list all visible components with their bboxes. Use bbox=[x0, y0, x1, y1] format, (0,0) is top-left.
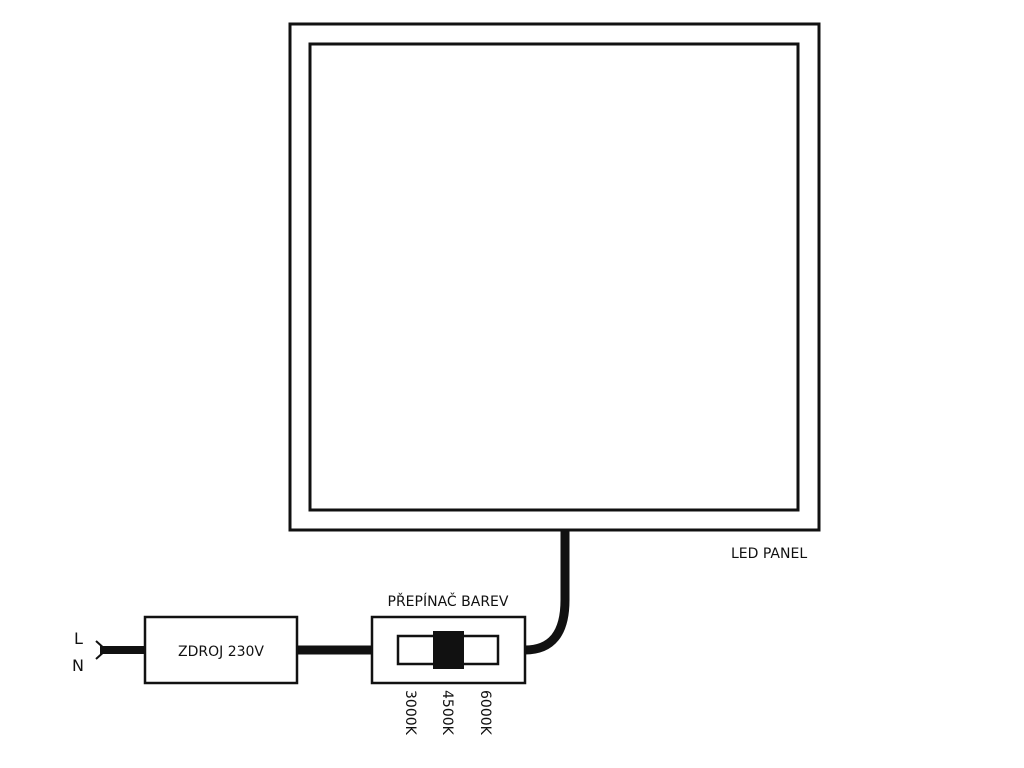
led-panel bbox=[288, 22, 821, 532]
power-supply-box bbox=[143, 615, 299, 685]
switch-position-6000k: 6000K bbox=[477, 690, 493, 736]
panel-label: LED PANEL bbox=[731, 546, 807, 562]
live-wire-label: L bbox=[74, 629, 83, 648]
switch-position-4500k: 4500K bbox=[439, 690, 455, 736]
led-panel-outer-frame bbox=[288, 22, 821, 532]
panel-cable bbox=[524, 530, 570, 655]
color-switch-slider bbox=[433, 631, 464, 669]
led-panel-inner-frame bbox=[308, 42, 800, 512]
switch-position-3000k: 3000K bbox=[402, 690, 418, 736]
power-supply-label: ZDROJ 230V bbox=[178, 644, 264, 660]
color-switch bbox=[370, 615, 527, 685]
neutral-wire-label: N bbox=[72, 656, 84, 675]
switch-label: PŘEPÍNAČ BAREV bbox=[388, 592, 509, 610]
mains-wire-ends bbox=[95, 640, 108, 660]
